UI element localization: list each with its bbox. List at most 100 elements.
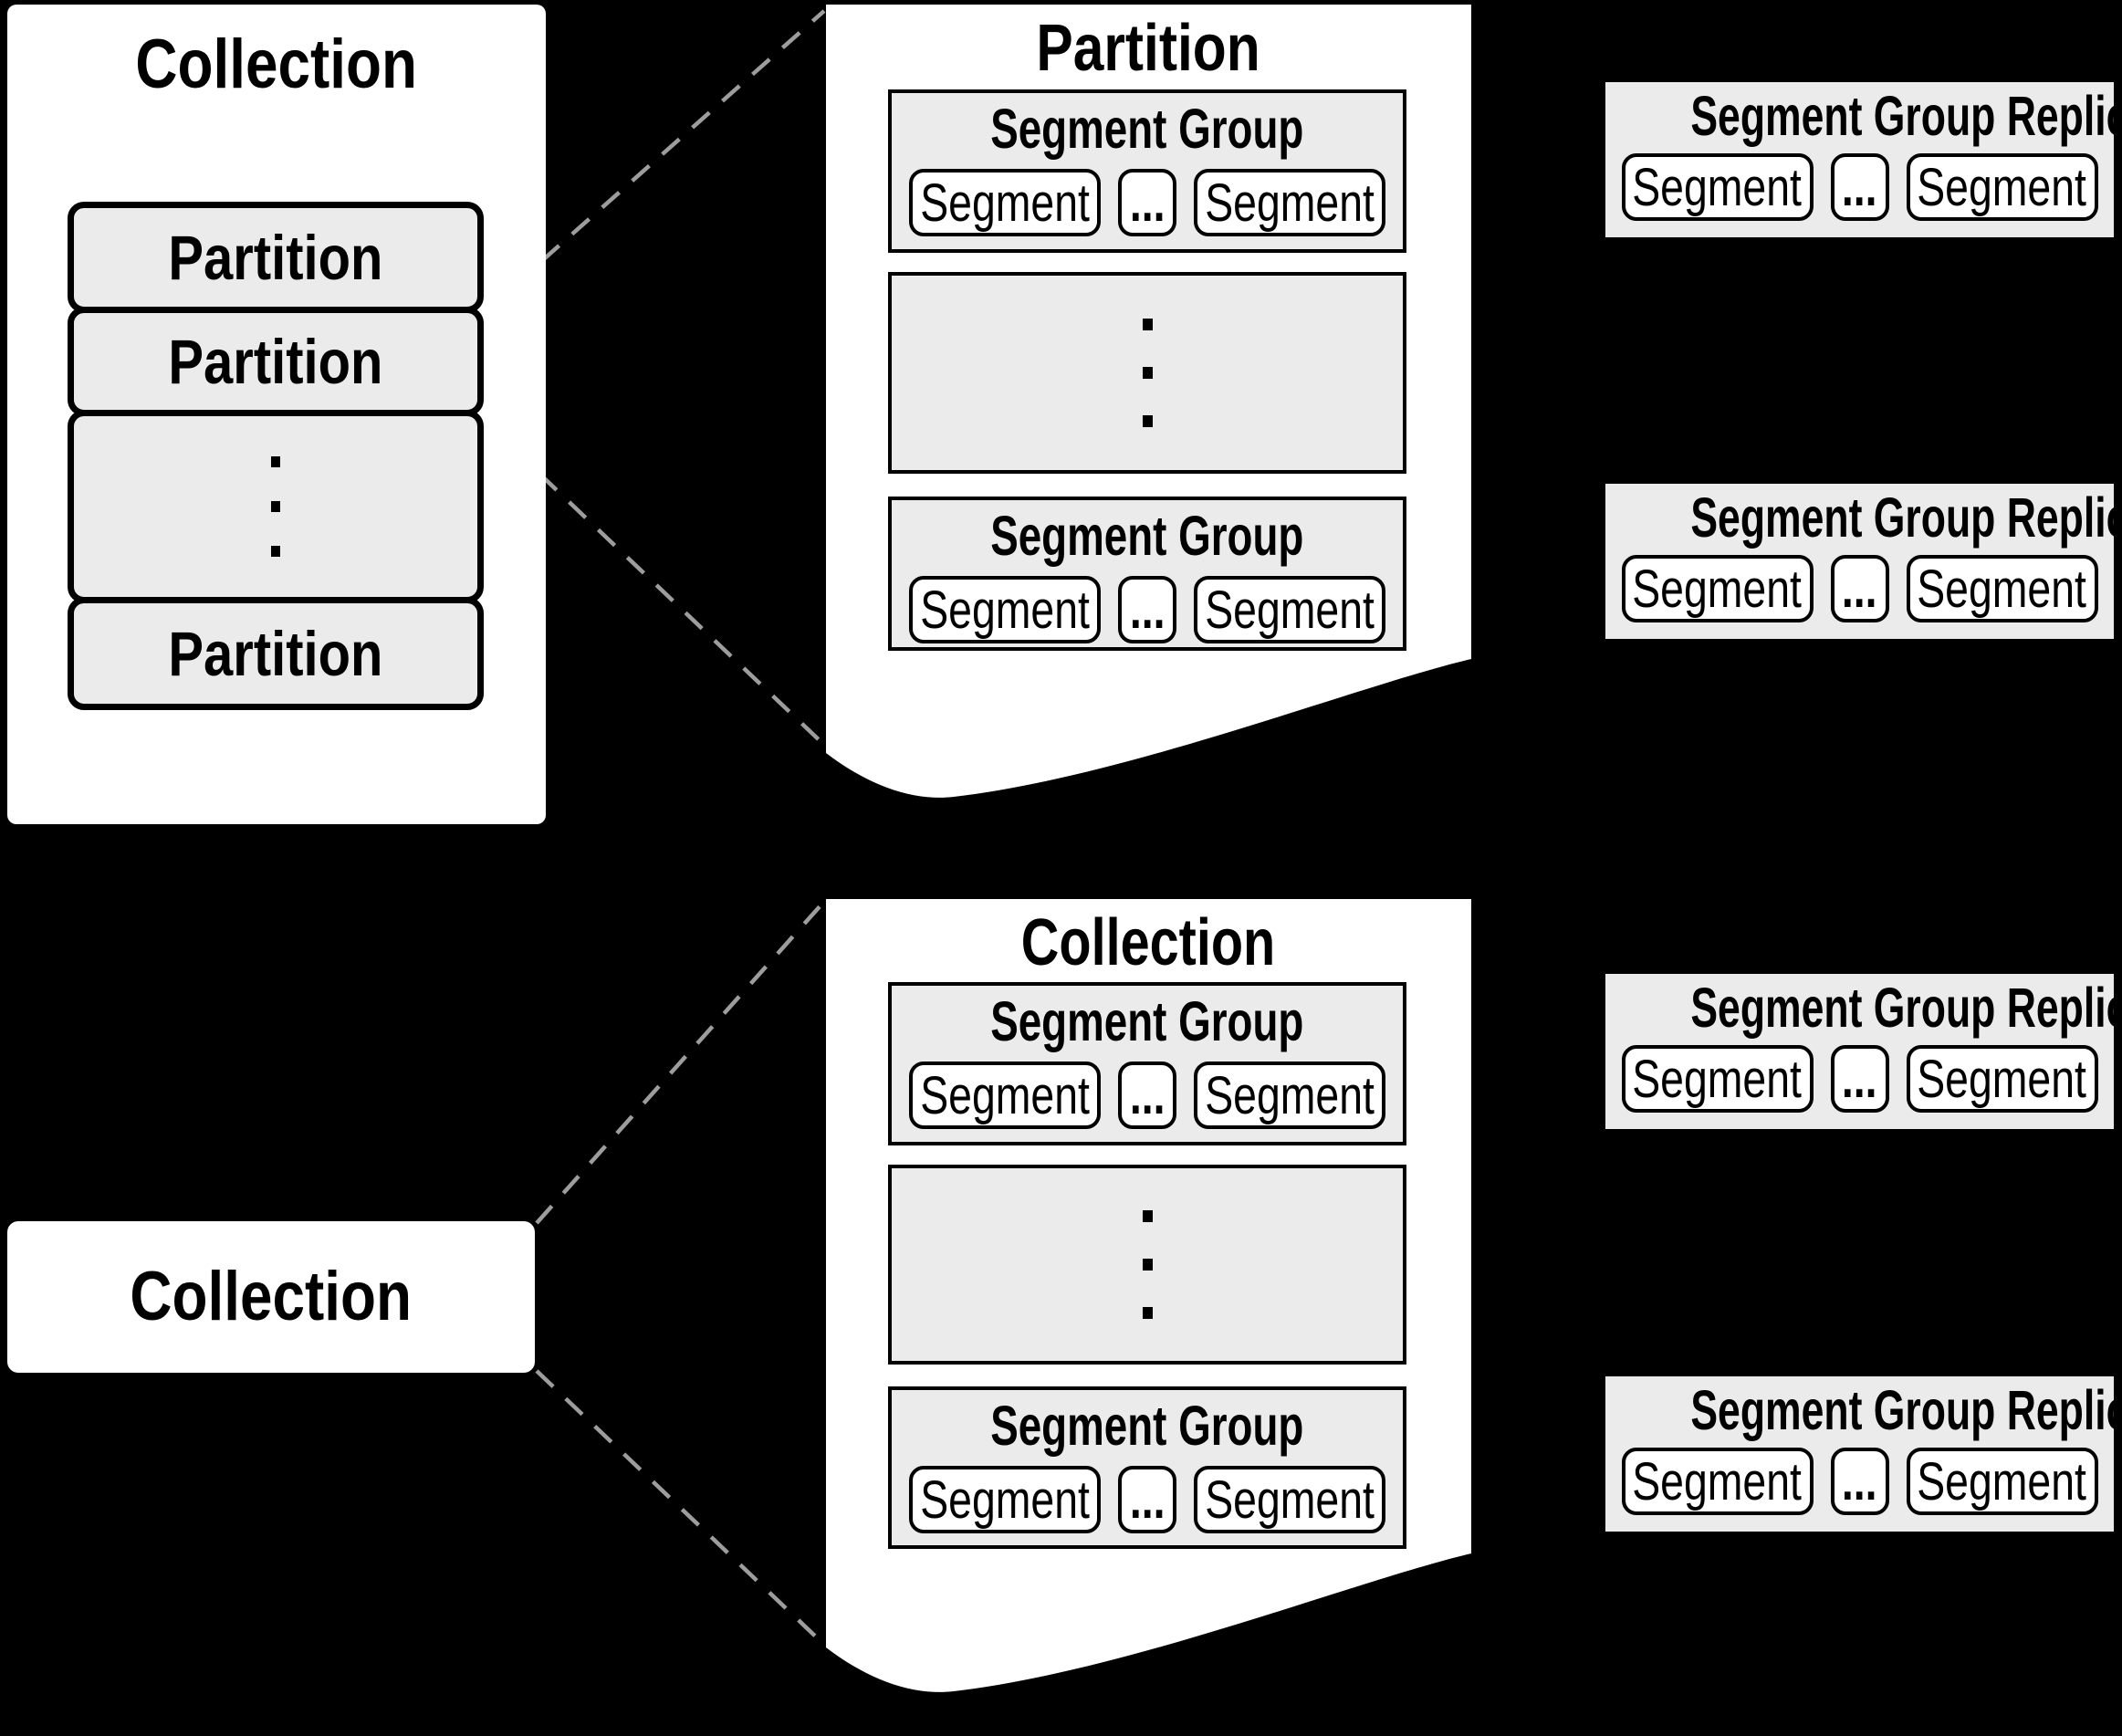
replica-title-text: Segment Group Replica	[1690, 486, 2122, 549]
segment-chip-label: Segment	[1205, 1065, 1375, 1125]
segment-chip-label: Segment	[1632, 157, 1803, 217]
partition-page-title-text: Partition	[1036, 12, 1261, 85]
segment-group-title-text: Segment Group	[990, 1395, 1304, 1457]
replica-title-text: Segment Group Replica	[1690, 977, 2122, 1039]
ellipsis-chip: ...	[1118, 169, 1176, 236]
vertical-ellipsis-icon	[74, 416, 477, 597]
segment-chip: Segment	[909, 169, 1101, 236]
ellipsis-chip-label: ...	[1842, 157, 1877, 217]
segment-chip: Segment	[1621, 555, 1814, 622]
collection-overview-box: Collection Partition Partition Partition	[7, 5, 546, 824]
segment-chip: Segment	[909, 576, 1101, 643]
ellipsis-chip: ...	[1118, 576, 1176, 643]
segment-chip: Segment	[1621, 153, 1814, 221]
partition-row-label: Partition	[168, 618, 383, 689]
segment-group-title: Segment Group	[892, 986, 1403, 1050]
segment-chip-row: Segment ... Segment	[1605, 555, 2114, 622]
collection-overview-title-text: Collection	[135, 26, 418, 103]
segment-group-box: Segment Group Segment ... Segment	[888, 89, 1406, 253]
segment-chip-label: Segment	[920, 173, 1090, 233]
dashed-connector-top-upper	[480, 9, 826, 316]
segment-chip: Segment	[909, 1061, 1101, 1129]
segment-chip-label: Segment	[1205, 580, 1375, 640]
ellipsis-chip: ...	[1830, 1448, 1889, 1515]
partition-row: Partition	[68, 202, 484, 313]
segment-chip: Segment	[1194, 169, 1385, 236]
dashed-connector-bottom-upper	[535, 902, 824, 1225]
segment-chip-label: Segment	[1205, 173, 1375, 233]
ellipsis-chip-label: ...	[1129, 1065, 1166, 1125]
ellipsis-chip-label: ...	[1842, 559, 1877, 619]
segment-chip-label: Segment	[1917, 559, 2087, 619]
segment-chip-label: Segment	[1917, 157, 2087, 217]
replica-title: Segment Group Replica	[1605, 974, 2122, 1036]
segment-chip-label: Segment	[920, 580, 1090, 640]
partition-row-ellipsis	[68, 410, 484, 603]
collection-overview-title: Collection	[7, 5, 546, 99]
segment-chip-label: Segment	[1205, 1469, 1375, 1530]
segment-chip: Segment	[1621, 1448, 1814, 1515]
partition-row-label: Partition	[168, 326, 383, 397]
partition-stack: Partition Partition Partition	[68, 202, 486, 710]
segment-group-title: Segment Group	[892, 1390, 1403, 1454]
ellipsis-chip: ...	[1830, 153, 1889, 221]
partition-row-label: Partition	[168, 222, 383, 293]
replica-title-text: Segment Group Replica	[1690, 1379, 2122, 1441]
segment-chip: Segment	[1906, 1448, 2098, 1515]
segment-chip: Segment	[1621, 1045, 1814, 1113]
segment-group-title-text: Segment Group	[990, 98, 1304, 160]
segment-chip: Segment	[1906, 555, 2098, 622]
segment-group-box: Segment Group Segment ... Segment	[888, 982, 1406, 1145]
segment-chip-label: Segment	[920, 1065, 1090, 1125]
segment-chip-row: Segment ... Segment	[892, 169, 1403, 236]
segment-group-ellipsis-box	[888, 272, 1406, 474]
segment-chip: Segment	[1906, 1045, 2098, 1113]
ellipsis-chip: ...	[1830, 1045, 1889, 1113]
segment-chip-row: Segment ... Segment	[892, 1466, 1403, 1533]
ellipsis-chip: ...	[1118, 1061, 1176, 1129]
segment-chip-row: Segment ... Segment	[1605, 153, 2114, 221]
replica-title-text: Segment Group Replica	[1690, 85, 2122, 147]
vertical-ellipsis-icon	[892, 1168, 1403, 1361]
segment-group-title-text: Segment Group	[990, 505, 1304, 567]
segment-group-replica-box: Segment Group Replica Segment ... Segmen…	[1603, 971, 2122, 1132]
segment-chip-label: Segment	[920, 1469, 1090, 1530]
collection-bar-title: Collection	[130, 1258, 413, 1335]
segment-group-title-text: Segment Group	[990, 990, 1304, 1052]
segment-chip: Segment	[1194, 1466, 1385, 1533]
partition-row: Partition	[68, 307, 484, 416]
segment-group-replica-box: Segment Group Replica Segment ... Segmen…	[1603, 79, 2122, 240]
replica-title: Segment Group Replica	[1605, 82, 2122, 144]
ellipsis-chip-label: ...	[1129, 173, 1166, 233]
dashed-connector-bottom-lower	[535, 1369, 824, 1645]
ellipsis-chip-label: ...	[1129, 580, 1166, 640]
segment-chip: Segment	[909, 1466, 1101, 1533]
replica-title: Segment Group Replica	[1605, 484, 2122, 546]
segment-chip: Segment	[1906, 153, 2098, 221]
ellipsis-chip: ...	[1830, 555, 1889, 622]
ellipsis-chip-label: ...	[1129, 1469, 1166, 1530]
segment-chip-row: Segment ... Segment	[1605, 1045, 2114, 1113]
segment-chip-row: Segment ... Segment	[892, 576, 1403, 643]
collection-page-title-text: Collection	[1021, 906, 1276, 979]
partition-row: Partition	[68, 597, 484, 710]
segment-group-box: Segment Group Segment ... Segment	[888, 497, 1406, 651]
collection-bar: Collection	[7, 1221, 535, 1373]
collection-detail-page: Collection Segment Group Segment ... Seg…	[826, 899, 1471, 1736]
segment-group-replica-box: Segment Group Replica Segment ... Segmen…	[1603, 481, 2122, 642]
partition-detail-page: Partition Segment Group Segment ... Segm…	[826, 5, 1471, 849]
partition-page-title: Partition	[826, 16, 1471, 81]
replica-title: Segment Group Replica	[1605, 1376, 2122, 1438]
segment-chip-label: Segment	[1917, 1049, 2087, 1109]
ellipsis-chip-label: ...	[1842, 1049, 1877, 1109]
segment-group-box: Segment Group Segment ... Segment	[888, 1386, 1406, 1549]
segment-chip-label: Segment	[1917, 1451, 2087, 1511]
segment-chip-row: Segment ... Segment	[892, 1061, 1403, 1129]
segment-chip-row: Segment ... Segment	[1605, 1448, 2114, 1515]
vertical-ellipsis-icon	[892, 276, 1403, 470]
segment-group-replica-box: Segment Group Replica Segment ... Segmen…	[1603, 1374, 2122, 1534]
segment-group-title: Segment Group	[892, 500, 1403, 564]
segment-chip-label: Segment	[1632, 1451, 1803, 1511]
ellipsis-chip: ...	[1118, 1466, 1176, 1533]
